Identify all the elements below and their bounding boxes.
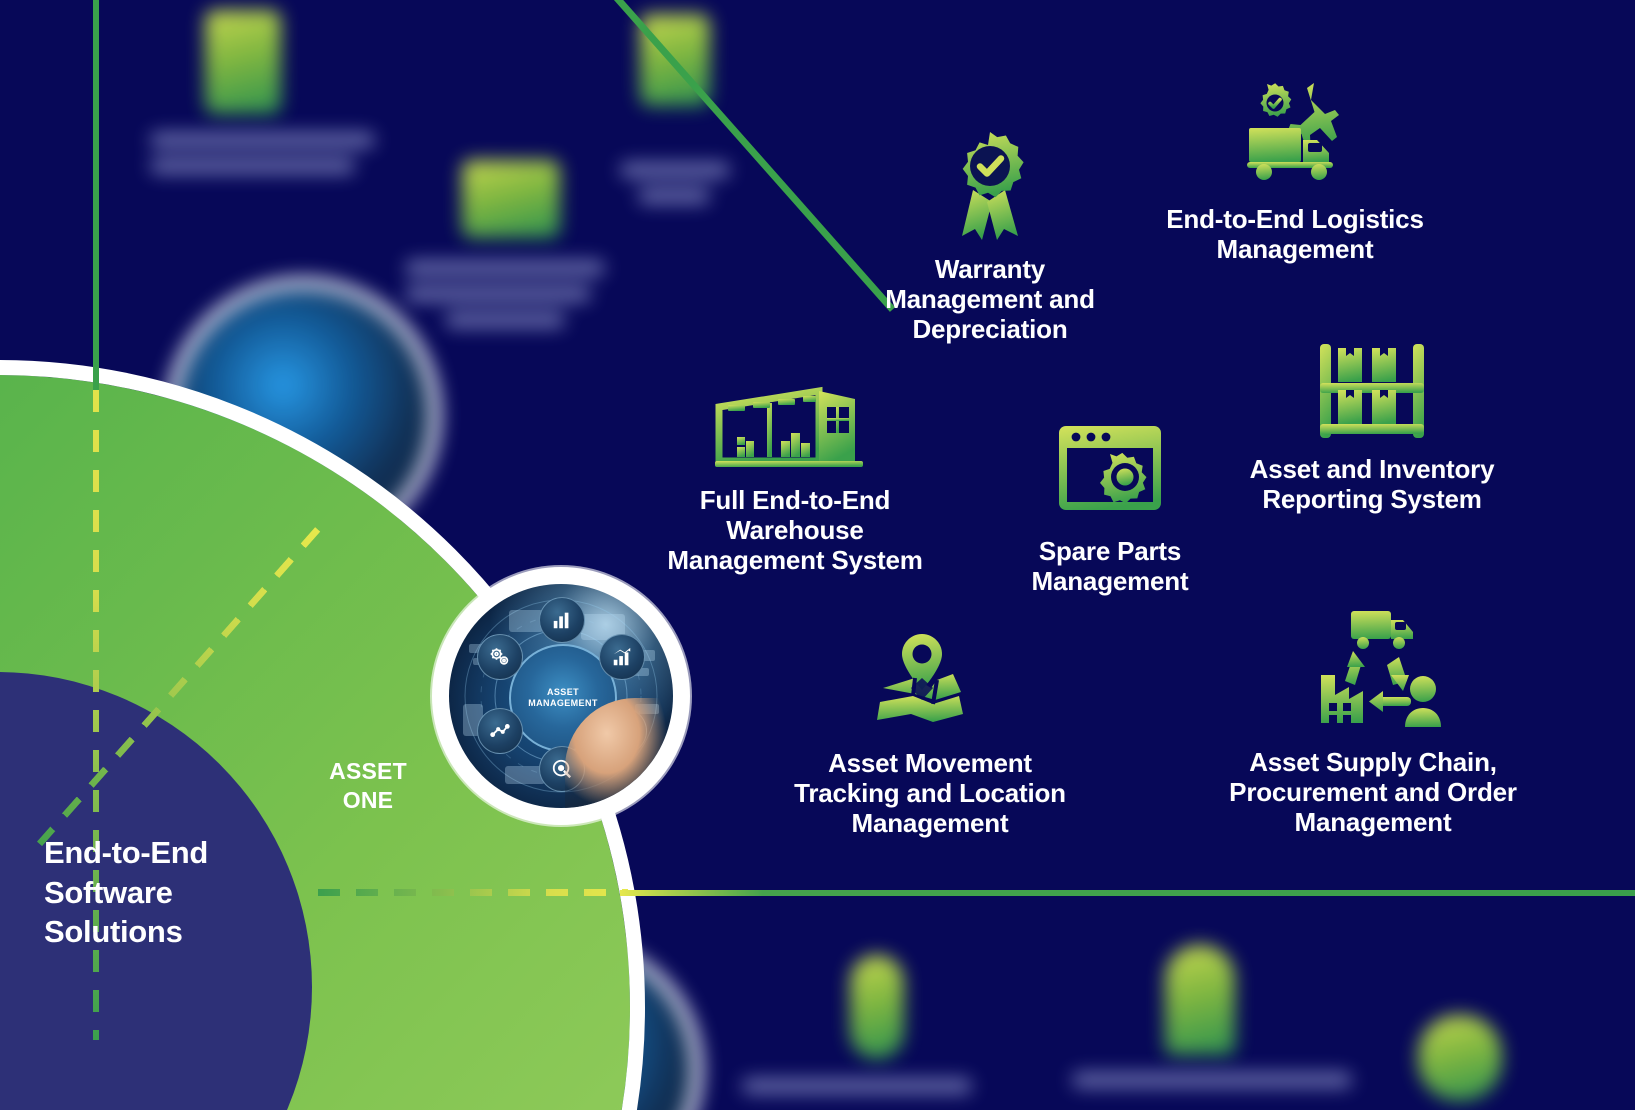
feature-warranty-management-and-depreciation[interactable]: Warranty Management and Depreciation <box>845 130 1135 344</box>
feature-label: Spare Parts Management <box>985 536 1235 596</box>
background-blurred-item <box>640 14 710 106</box>
background-blurred-caption <box>150 122 375 174</box>
feature-label-line: Reporting System <box>1262 484 1482 515</box>
feature-label-line: Management System <box>667 545 923 576</box>
feature-label-line: Asset and Inventory <box>1249 454 1495 484</box>
background-blurred-item <box>1165 945 1235 1055</box>
browser-window-gear-icon <box>1059 426 1161 510</box>
badge-hub-label-line: ASSET <box>546 687 579 698</box>
asset-management-badge[interactable]: ASSET MANAGEMENT <box>432 567 690 825</box>
asset-one-label-line: ONE <box>342 786 394 813</box>
feature-label-line: Management <box>1031 566 1189 597</box>
feature-label: Asset Movement Tracking and Location Man… <box>770 748 1090 838</box>
feature-label-line: Warehouse <box>726 515 864 546</box>
feature-label: End-to-End Logistics Management <box>1135 204 1455 264</box>
map-location-pin-icon <box>877 634 963 722</box>
feature-label-line: Asset Supply Chain, <box>1249 747 1497 777</box>
feature-label-line: Full End-to-End <box>699 485 891 515</box>
feature-label-line: Management <box>851 808 1009 839</box>
feature-full-end-to-end-warehouse-management-system[interactable]: Full End-to-End Warehouse Management Sys… <box>640 385 950 575</box>
connector-horizontal-solid <box>620 890 1635 896</box>
feature-end-to-end-logistics-management[interactable]: End-to-End Logistics Management <box>1135 82 1455 264</box>
background-blurred-item <box>205 10 281 114</box>
feature-label-line: Warranty <box>934 254 1046 284</box>
bar-chart-icon <box>539 597 585 643</box>
feature-spare-parts-management[interactable]: Spare Parts Management <box>985 420 1235 596</box>
gears-icon <box>477 634 523 680</box>
background-blurred-caption <box>1072 1062 1352 1088</box>
feature-asset-supply-chain-procurement-and-order-management[interactable]: Asset Supply Chain, Procurement and Orde… <box>1195 605 1551 837</box>
feature-label-line: Spare Parts <box>1038 536 1182 566</box>
feature-label-line: Management <box>1294 807 1452 838</box>
supply-chain-cycle-icon <box>1321 611 1441 727</box>
background-blurred-item <box>1418 1015 1502 1101</box>
hero-title-line: Solutions <box>44 914 183 950</box>
feature-label: Asset Supply Chain, Procurement and Orde… <box>1195 747 1551 837</box>
feature-label-line: Asset Movement <box>828 748 1032 778</box>
inventory-shelf-boxes-icon <box>1320 344 1424 438</box>
hero-title-line: Software <box>44 874 173 910</box>
feature-asset-movement-tracking-and-location-management[interactable]: Asset Movement Tracking and Location Man… <box>770 630 1090 838</box>
award-ribbon-check-icon <box>962 132 1024 240</box>
badge-hub-label: ASSET MANAGEMENT <box>528 687 598 709</box>
feature-label: Full End-to-End Warehouse Management Sys… <box>640 485 950 575</box>
hero-title: End-to-End Software Solutions <box>44 833 344 952</box>
feature-label-line: Procurement and Order <box>1229 777 1517 808</box>
asset-one-label-line: ASSET <box>329 758 407 784</box>
warehouse-icon <box>715 386 863 467</box>
badge-hub-label-line: MANAGEMENT <box>528 698 598 708</box>
hero-title-line: End-to-End <box>44 835 209 870</box>
feature-asset-and-inventory-reporting-system[interactable]: Asset and Inventory Reporting System <box>1222 340 1522 514</box>
truck-plane-gear-icon <box>1247 83 1339 180</box>
feature-label: Warranty Management and Depreciation <box>845 254 1135 344</box>
connector-vertical-solid <box>93 0 99 390</box>
feature-label-line: Management and <box>885 284 1095 315</box>
background-blurred-caption <box>620 152 730 204</box>
background-blurred-item <box>850 955 904 1059</box>
background-blurred-caption <box>405 250 605 328</box>
feature-label-line: Depreciation <box>912 314 1068 345</box>
network-nodes-icon <box>477 708 523 754</box>
feature-label: Asset and Inventory Reporting System <box>1222 454 1522 514</box>
asset-management-badge-image: ASSET MANAGEMENT <box>449 584 673 808</box>
background-blurred-caption <box>742 1068 972 1094</box>
growth-chart-icon <box>599 634 645 680</box>
feature-label-line: End-to-End Logistics <box>1166 204 1424 234</box>
background-blurred-item <box>462 160 560 238</box>
feature-label-line: Tracking and Location <box>794 778 1066 809</box>
feature-label-line: Management <box>1216 234 1374 265</box>
asset-one-label: ASSET ONE <box>322 757 414 815</box>
